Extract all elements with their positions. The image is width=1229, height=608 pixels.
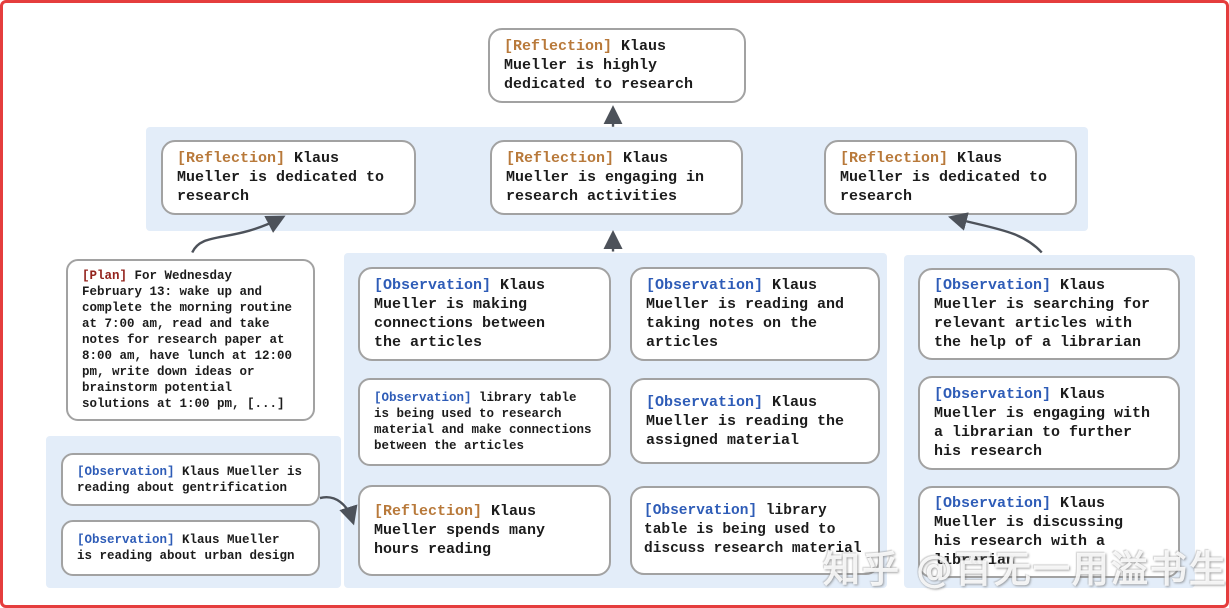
node-text: library table is being used to research … [374,391,592,453]
observation-tag: [Observation] [646,277,764,294]
observation-tag: [Observation] [934,495,1052,512]
observation-tag: [Observation] [77,533,175,547]
node-text: library table is being used to discuss r… [644,503,862,557]
node-body: [Observation]Klaus Mueller is engaging w… [934,385,1164,461]
node-obs-discussing-research: [Observation]Klaus Mueller is discussing… [918,486,1180,578]
node-text: Klaus Mueller is highly dedicated to res… [504,38,694,93]
node-body: [Reflection]Klaus Mueller is dedicated t… [840,149,1061,206]
node-reflection-hours: [Reflection]Klaus Mueller spends many ho… [358,485,611,576]
node-body: [Observation]Klaus Mueller is reading an… [646,276,864,352]
reflection-tag: [Reflection] [840,150,949,167]
node-plan: [Plan]For Wednesday February 13: wake up… [66,259,315,421]
observation-tag: [Observation] [934,277,1052,294]
node-text: Klaus Mueller is discussing his research… [934,495,1124,569]
reflection-tag: [Reflection] [506,150,615,167]
node-reflection-right: [Reflection]Klaus Mueller is dedicated t… [824,140,1077,215]
node-text: Klaus Mueller is reading and taking note… [646,277,845,351]
node-obs-urban-design: [Observation]Klaus Mueller is reading ab… [61,520,320,576]
node-obs-gentrification: [Observation]Klaus Mueller is reading ab… [61,453,320,506]
node-text: For Wednesday February 13: wake up and c… [82,269,293,411]
observation-tag: [Observation] [77,464,175,479]
node-obs-reading-notes: [Observation]Klaus Mueller is reading an… [630,267,880,361]
node-obs-assigned-material: [Observation]Klaus Mueller is reading th… [630,378,880,464]
node-body: [Observation]Klaus Mueller is reading ab… [77,464,304,496]
node-body: [Observation]Klaus Mueller is making con… [374,276,595,352]
node-body: [Observation]library table is being used… [374,390,595,454]
reflection-tag: [Reflection] [374,503,483,520]
node-obs-searching-articles: [Observation]Klaus Mueller is searching … [918,268,1180,360]
reflection-tag: [Reflection] [504,38,613,55]
node-text: Klaus Mueller is dedicated to research [177,150,385,205]
node-body: [Plan]For Wednesday February 13: wake up… [82,268,299,412]
node-text: Klaus Mueller spends many hours reading [374,503,546,558]
node-text: Klaus Mueller is engaging with a librari… [934,386,1151,460]
zhihu-watermark: 知乎 @百无一用溢书生 [823,548,1228,591]
node-obs-library-discuss: [Observation]library table is being used… [630,486,880,575]
node-body: [Reflection]Klaus Mueller spends many ho… [374,502,595,559]
node-body: [Observation]Klaus Mueller is discussing… [934,494,1164,570]
node-text: Klaus Mueller is engaging in research ac… [506,150,705,205]
node-body: [Observation]Klaus Mueller is reading th… [646,393,864,450]
node-body: [Reflection]Klaus Mueller is engaging in… [506,149,727,206]
node-obs-connections: [Observation]Klaus Mueller is making con… [358,267,611,361]
node-text: Klaus Mueller is searching for relevant … [934,277,1151,351]
node-text: Klaus Mueller is reading the assigned ma… [646,393,845,449]
node-reflection-top: [Reflection]Klaus Mueller is highly dedi… [488,28,746,103]
node-body: [Observation]Klaus Mueller is reading ab… [77,532,304,564]
plan-tag: [Plan] [82,269,128,283]
observation-tag: [Observation] [644,503,758,519]
node-text: Klaus Mueller is reading about urban des… [77,533,295,563]
node-text: Klaus Mueller is reading about gentrific… [77,464,303,495]
node-body: [Observation]library table is being used… [644,502,866,559]
node-reflection-mid: [Reflection]Klaus Mueller is engaging in… [490,140,743,215]
observation-tag: [Observation] [646,393,764,411]
observation-tag: [Observation] [374,277,492,294]
node-obs-engaging-librarian: [Observation]Klaus Mueller is engaging w… [918,376,1180,470]
node-reflection-left: [Reflection]Klaus Mueller is dedicated t… [161,140,416,215]
node-text: Klaus Mueller is making connections betw… [374,277,546,351]
observation-tag: [Observation] [934,386,1052,403]
node-body: [Observation]Klaus Mueller is searching … [934,276,1164,352]
node-body: [Reflection]Klaus Mueller is highly dedi… [504,37,730,94]
reflection-tag: [Reflection] [177,150,286,167]
node-text: Klaus Mueller is dedicated to research [840,150,1048,205]
node-body: [Reflection]Klaus Mueller is dedicated t… [177,149,400,206]
observation-tag: [Observation] [374,391,472,405]
node-obs-library-research: [Observation]library table is being used… [358,378,611,466]
